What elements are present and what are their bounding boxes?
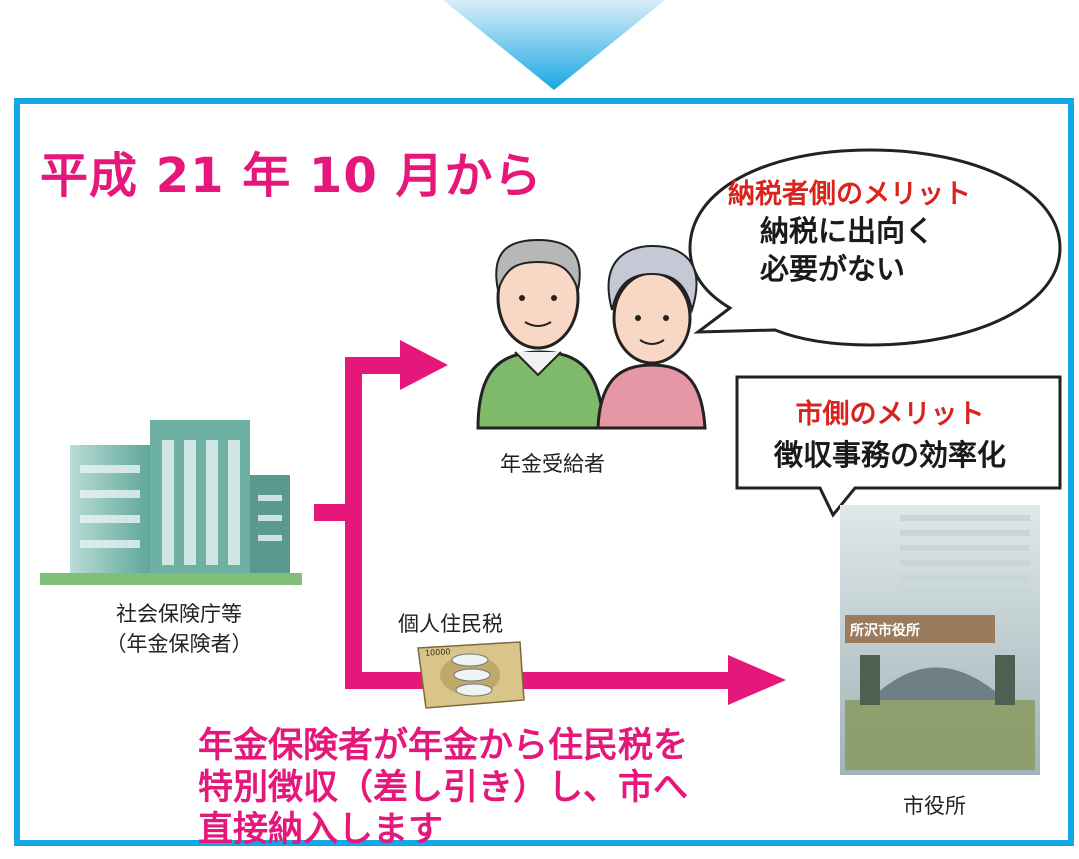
taxpayer-merit-text: 納税に出向く 必要がない: [760, 212, 1000, 288]
pension-recipients-label: 年金受給者: [500, 452, 605, 476]
caption-line1: 年金保険者が年金から住民税を: [198, 726, 689, 766]
agency-label-line1: 社会保険庁等: [116, 602, 242, 626]
flow-arrows: [314, 340, 786, 705]
city-merit-bubble: [735, 375, 1062, 518]
city-hall-sign: 所沢市役所: [850, 623, 920, 639]
taxpayer-merit-bubble: [688, 148, 1062, 347]
agency-label-line2: （年金保険者）: [105, 632, 253, 656]
taxpayer-merit-heading: 納税者側のメリット: [728, 179, 971, 210]
caption-line2: 特別徴収（差し引き）し、市へ: [198, 768, 689, 808]
down-arrow-icon: [443, 0, 665, 90]
city-merit-heading: 市側のメリット: [795, 399, 985, 430]
city-merit-text: 徴収事務の効率化: [773, 438, 1006, 472]
banknote-icon: [417, 641, 525, 709]
page-title: 平成 21 年 10 月から: [40, 148, 543, 204]
city-hall-illustration: [840, 505, 1040, 775]
agency-label: 社会保険庁等 （年金保険者）: [84, 598, 274, 658]
agency-building-illustration: [40, 420, 302, 585]
taxpayer-merit-line2: 必要がない: [760, 252, 906, 286]
caption-line3: 直接納入します: [198, 810, 444, 850]
taxpayer-merit-line1: 納税に出向く: [760, 214, 935, 248]
banknote-value: 10000: [424, 647, 451, 658]
pension-recipients-illustration: [476, 238, 707, 430]
content-frame: [14, 98, 1074, 846]
flow-caption: 年金保険者が年金から住民税を 特別徴収（差し引き）し、市へ 直接納入します: [198, 725, 688, 851]
resident-tax-label: 個人住民税: [398, 612, 503, 636]
city-hall-label: 市役所: [903, 794, 966, 818]
